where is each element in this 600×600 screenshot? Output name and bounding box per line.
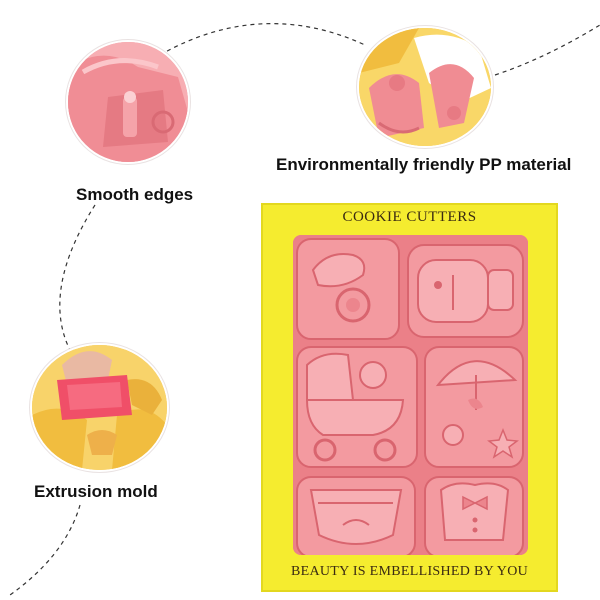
pp-material-closeup-image bbox=[357, 26, 493, 148]
pacifier-cutter bbox=[296, 238, 400, 340]
box-window bbox=[293, 235, 528, 555]
diaper-cutter bbox=[296, 476, 416, 555]
umbrella-moon-sun-cutter bbox=[424, 346, 524, 468]
baby-bottle-cutter bbox=[407, 244, 524, 338]
cookie-cutter-box: COOKIE CUTTERS bbox=[261, 203, 558, 592]
extrusion-mold-label: Extrusion mold bbox=[34, 482, 158, 501]
smooth-edges-label: Smooth edges bbox=[76, 185, 194, 204]
box-title: COOKIE CUTTERS bbox=[342, 209, 477, 225]
pp-material-label: Environmentally friendly PP material bbox=[276, 155, 572, 174]
baby-onesie-cutter bbox=[424, 476, 524, 555]
box-tagline: BEAUTY IS EMBELLISHED BY YOU bbox=[290, 564, 529, 579]
baby-carriage-cutter bbox=[296, 346, 418, 468]
extrusion-mold-closeup-image bbox=[30, 343, 169, 472]
smooth-edges-closeup-image bbox=[66, 40, 190, 164]
